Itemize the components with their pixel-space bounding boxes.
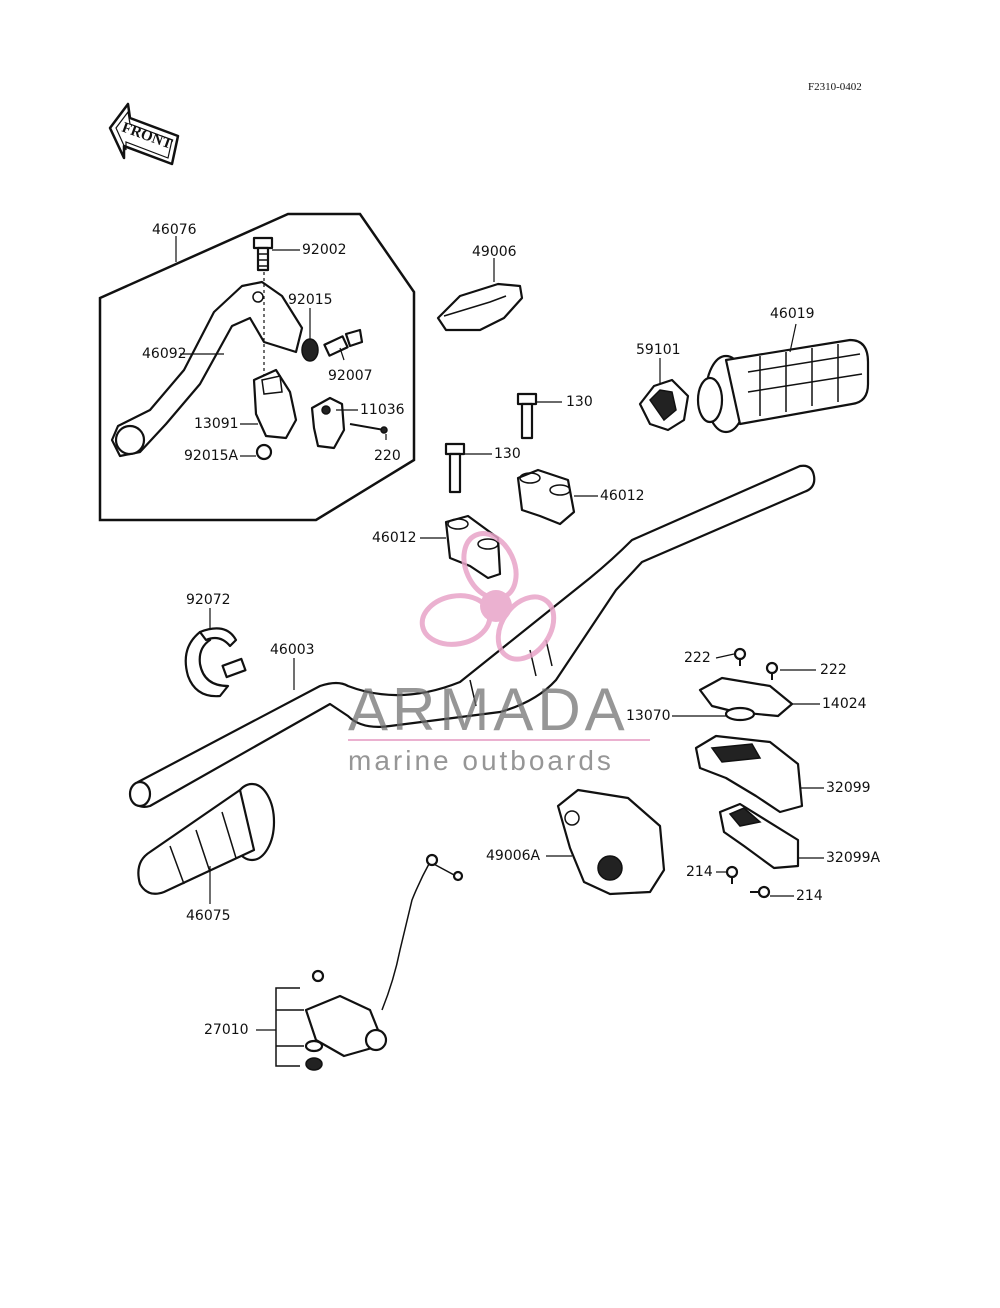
label-220: 220 — [374, 448, 401, 464]
handlebar-holder-46012-lower — [444, 514, 502, 580]
label-46012-lower: 46012 — [372, 530, 417, 546]
label-92015: 92015 — [288, 292, 333, 308]
label-222-left: 222 — [684, 650, 711, 666]
label-92007: 92007 — [328, 368, 373, 384]
bolt-130-lower — [444, 442, 466, 494]
throttle-grip-46019 — [696, 338, 870, 434]
leader-lines — [175, 236, 824, 1031]
bolt-92002 — [252, 236, 274, 272]
washer-92015 — [301, 338, 319, 362]
label-27010: 27010 — [204, 1022, 249, 1038]
cover-14024 — [698, 676, 794, 718]
propeller-logo-icon — [419, 531, 557, 662]
label-214-right: 214 — [796, 888, 823, 904]
label-46076: 46076 — [152, 222, 197, 238]
diagram-code: F2310-0402 — [808, 81, 862, 93]
throttle-case-32099A — [718, 802, 800, 870]
label-46075: 46075 — [186, 908, 231, 924]
label-214-left: 214 — [686, 864, 713, 880]
label-222-right: 222 — [820, 662, 847, 678]
label-49006: 49006 — [472, 244, 517, 260]
clamp-11036 — [310, 396, 346, 450]
label-46003: 46003 — [270, 642, 315, 658]
label-32099: 32099 — [826, 780, 871, 796]
label-46019: 46019 — [770, 306, 815, 322]
handlebar-holder-46012-upper — [516, 468, 576, 526]
cover-49006A — [556, 788, 666, 896]
label-13091: 13091 — [194, 416, 239, 432]
label-92072: 92072 — [186, 592, 231, 608]
bolt-130-upper — [516, 392, 538, 440]
label-46012-upper: 46012 — [600, 488, 645, 504]
plate-13070 — [724, 706, 756, 722]
label-59101: 59101 — [636, 342, 681, 358]
screw-214-right — [750, 885, 771, 899]
label-13070: 13070 — [626, 708, 671, 724]
label-92002: 92002 — [302, 242, 347, 258]
watermark: ARMADA marine outboards — [348, 531, 650, 776]
band-92072 — [184, 627, 247, 698]
front-arrow-icon: FRONT — [108, 102, 180, 166]
label-49006A: 49006A — [486, 848, 541, 864]
label-32099A: 32099A — [826, 850, 881, 866]
holder-13091 — [252, 368, 298, 440]
watermark-subtitle: marine outboards — [348, 745, 614, 776]
housing-59101 — [638, 378, 690, 432]
part-labels: 46076 92002 92015 46092 92007 13091 1103… — [142, 222, 881, 1038]
label-11036: 11036 — [360, 402, 405, 418]
label-92015A: 92015A — [184, 448, 239, 464]
screw-222-left — [733, 647, 747, 666]
nut-92015A — [255, 443, 273, 461]
adjuster-92007 — [323, 328, 364, 357]
watermark-title: ARMADA — [348, 676, 629, 743]
screw-222-right — [765, 661, 779, 680]
handlebar-46003 — [128, 464, 816, 808]
left-grip-46075 — [137, 782, 276, 895]
clutch-lever — [110, 280, 304, 458]
label-130-lower: 130 — [494, 446, 521, 462]
label-14024: 14024 — [822, 696, 867, 712]
engine-stop-switch-27010 — [304, 853, 464, 1071]
lever-assembly-outline — [98, 212, 416, 522]
label-130-upper: 130 — [566, 394, 593, 410]
label-46092: 46092 — [142, 346, 187, 362]
screw-214-left — [725, 865, 739, 884]
throttle-case-32099 — [694, 734, 804, 814]
cover-49006 — [436, 282, 524, 332]
